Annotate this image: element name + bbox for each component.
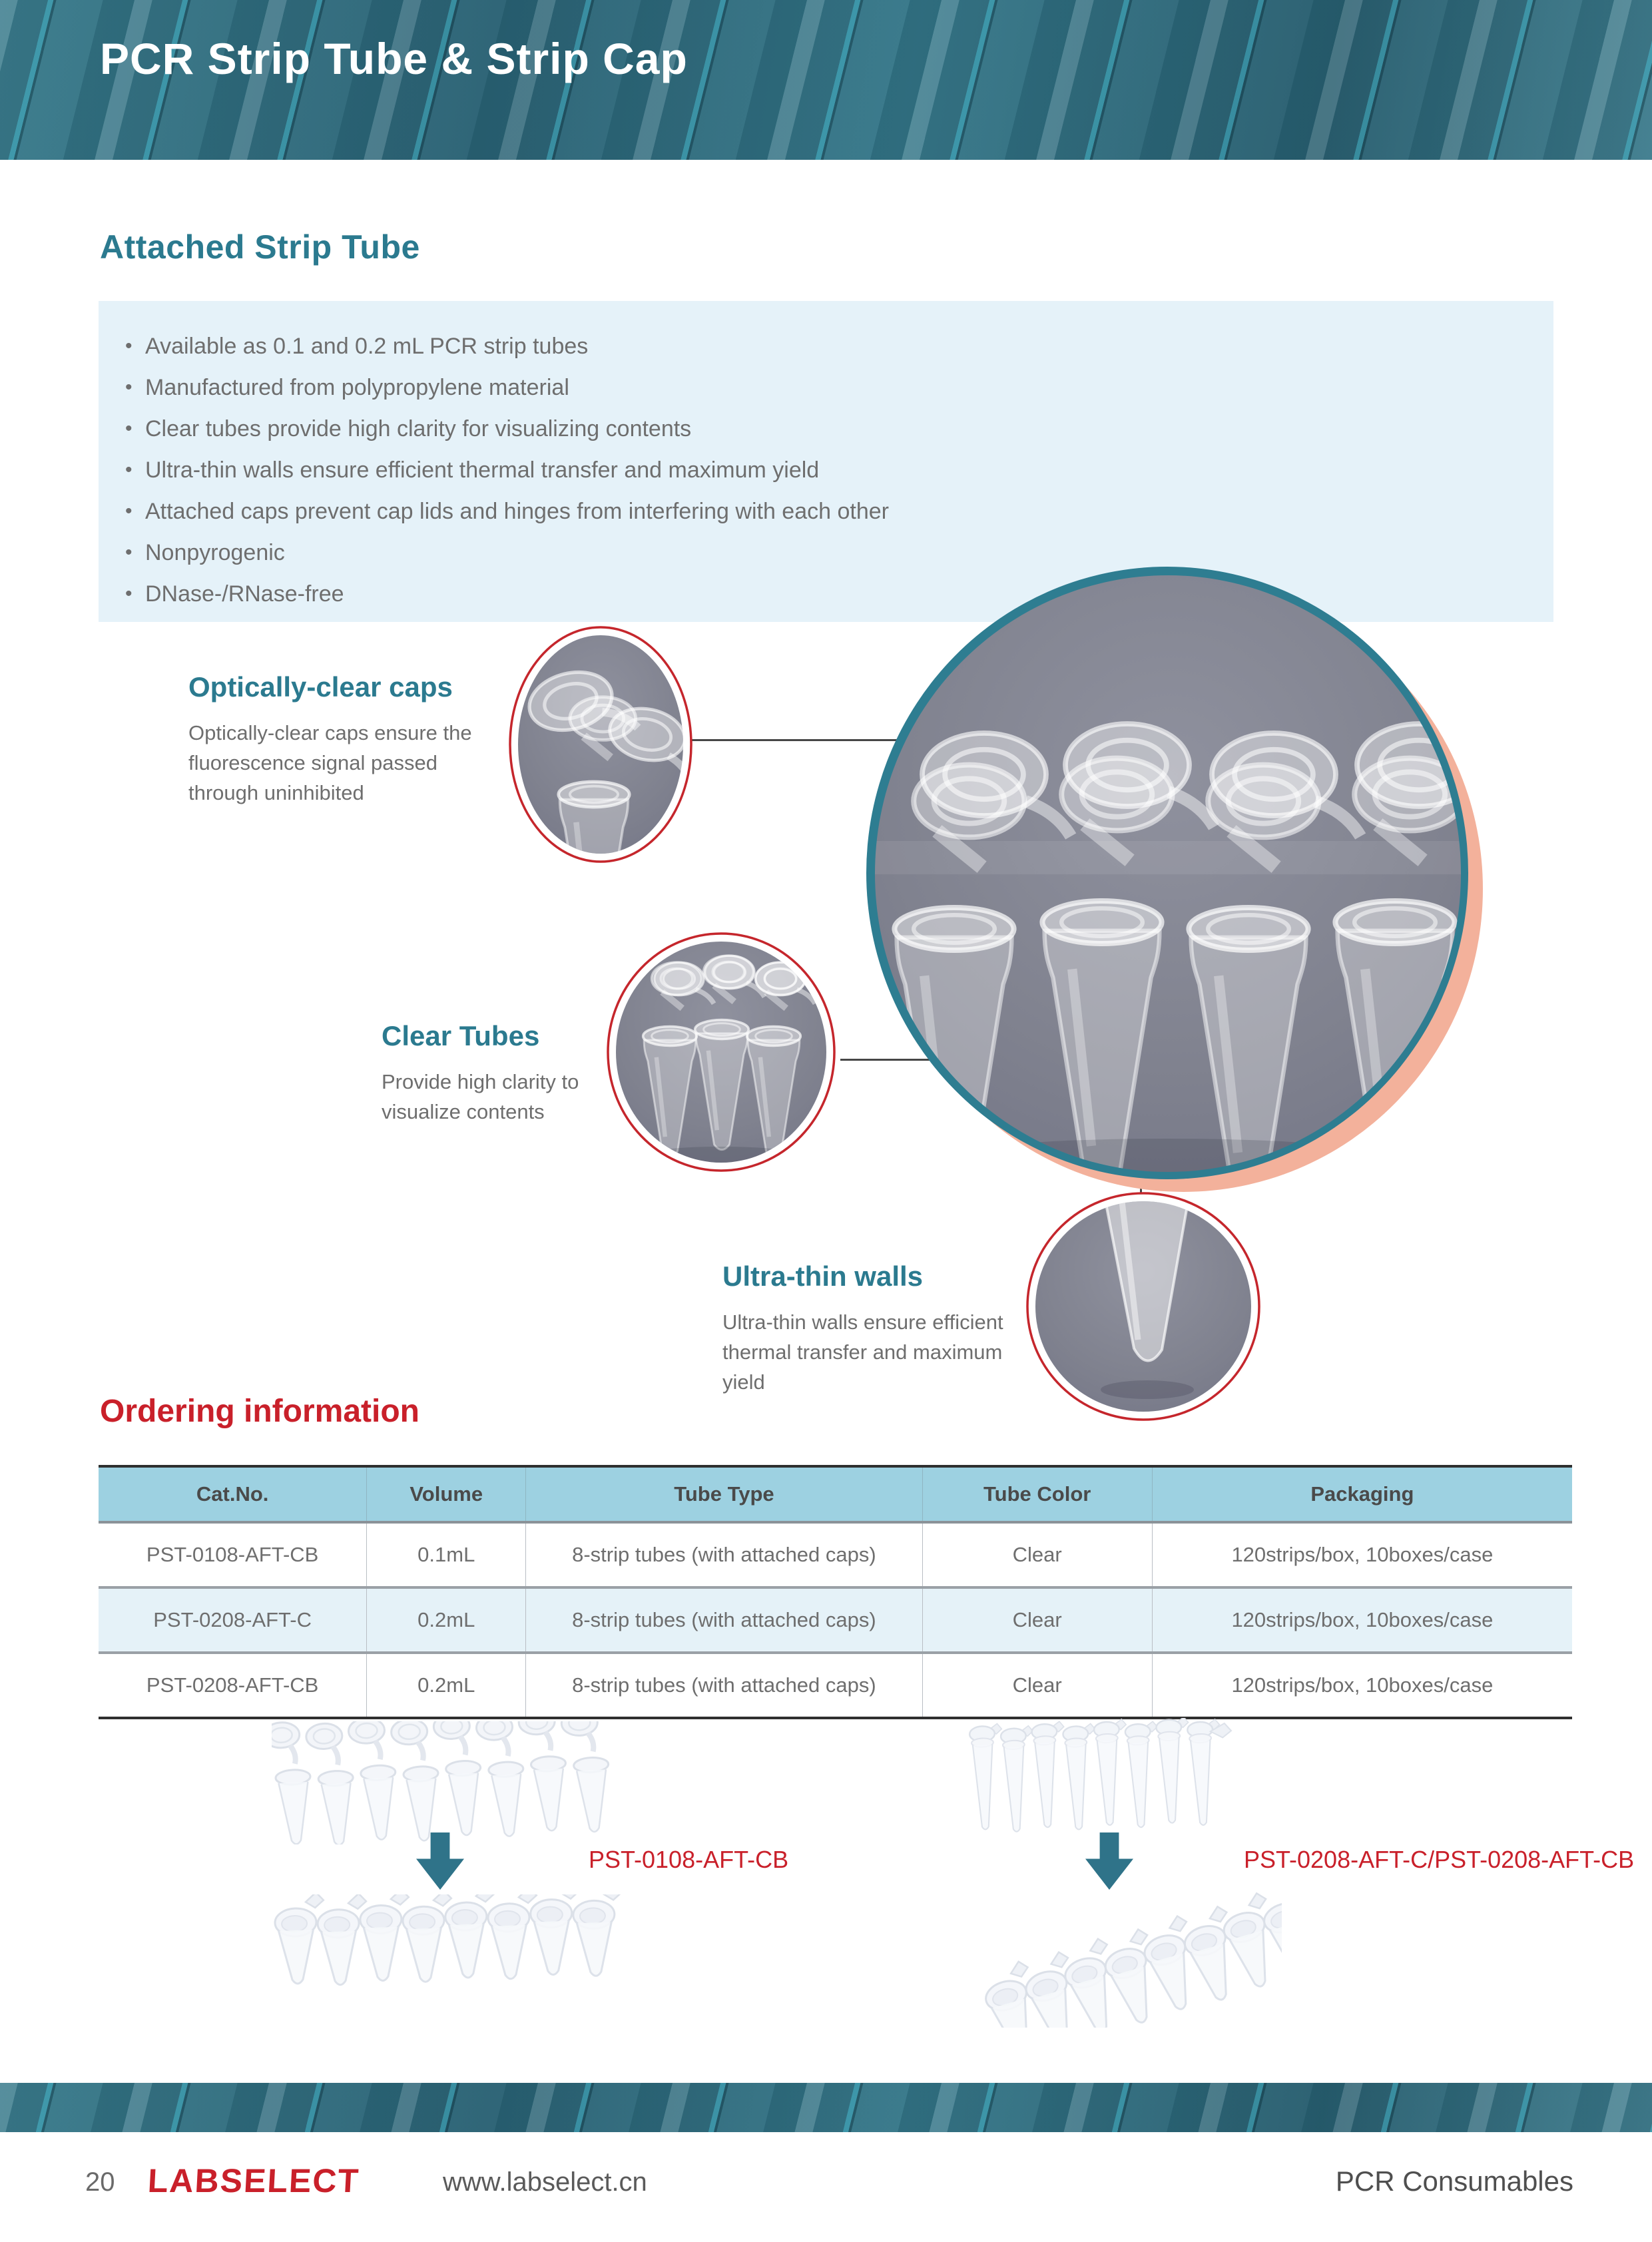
section-heading: Attached Strip Tube: [100, 228, 420, 266]
feature-item: Available as 0.1 and 0.2 mL PCR strip tu…: [125, 334, 1553, 358]
cell-packaging: 120strips/box, 10boxes/case: [1151, 1587, 1572, 1653]
col-header-catno: Cat.No.: [99, 1466, 368, 1522]
website-link[interactable]: www.labselect.cn: [443, 2167, 647, 2197]
feature-item: Attached caps prevent cap lids and hinge…: [125, 499, 1553, 523]
product-image-open-strip: [272, 1721, 625, 1844]
cell-tube-type: 8-strip tubes (with attached caps): [525, 1522, 923, 1587]
feature-item: DNase-/RNase-free: [125, 582, 1553, 606]
product-label-right: PST-0208-AFT-C/PST-0208-AFT-CB: [1244, 1846, 1635, 1873]
cell-tube-color: Clear: [922, 1522, 1153, 1587]
feature-item: Ultra-thin walls ensure efficient therma…: [125, 458, 1553, 482]
down-arrow-icon: [1085, 1832, 1133, 1890]
footer-category: PCR Consumables: [1335, 2165, 1573, 2197]
feature-item: Nonpyrogenic: [125, 541, 1553, 565]
product-image-upright-strip: [968, 1718, 1233, 1833]
col-header-packaging: Packaging: [1151, 1466, 1572, 1522]
callout-title-caps: Optically-clear caps: [188, 671, 453, 702]
feature-text: Ultra-thin walls ensure efficient therma…: [145, 457, 820, 483]
ordering-heading: Ordering information: [100, 1394, 419, 1429]
feature-text: Available as 0.1 and 0.2 mL PCR strip tu…: [145, 334, 589, 359]
detail-photo-clear-tubes: [607, 932, 836, 1172]
feature-item: Manufactured from polypropylene material: [125, 376, 1553, 400]
product-image-angled-strip: [977, 1888, 1282, 2028]
col-header-volume: Volume: [366, 1466, 527, 1522]
cell-tube-type: 8-strip tubes (with attached caps): [525, 1587, 923, 1653]
product-image-closed-strip: [272, 1894, 625, 1987]
hero-photo-strip-tubes: [866, 567, 1483, 1192]
feature-text: Nonpyrogenic: [145, 540, 285, 565]
col-header-tube-type: Tube Type: [525, 1466, 923, 1522]
page-footer-band: [0, 2083, 1652, 2132]
cell-catno: PST-0208-AFT-C: [99, 1587, 368, 1653]
page-number: 20: [85, 2167, 115, 2197]
feature-box: Available as 0.1 and 0.2 mL PCR strip tu…: [99, 301, 1553, 622]
feature-text: Clear tubes provide high clarity for vis…: [145, 416, 692, 441]
cell-catno: PST-0208-AFT-CB: [99, 1653, 368, 1718]
cell-volume: 0.1mL: [366, 1522, 527, 1587]
feature-text: Manufactured from polypropylene material: [145, 375, 569, 400]
feature-list: Available as 0.1 and 0.2 mL PCR strip tu…: [99, 301, 1553, 606]
callout-body-caps: Optically-clear caps ensure the fluoresc…: [188, 721, 472, 804]
cell-tube-color: Clear: [922, 1587, 1153, 1653]
cell-tube-color: Clear: [922, 1653, 1153, 1718]
brand-logo: LABSELECT: [146, 2162, 361, 2199]
feature-text: DNase-/RNase-free: [145, 581, 344, 607]
callout-title-walls: Ultra-thin walls: [722, 1261, 924, 1292]
callout-body-walls: Ultra-thin walls ensure efficient therma…: [722, 1310, 1003, 1394]
cell-tube-type: 8-strip tubes (with attached caps): [525, 1653, 923, 1718]
page-header-band: PCR Strip Tube & Strip Cap: [0, 0, 1652, 160]
feature-text: Attached caps prevent cap lids and hinge…: [145, 499, 889, 524]
col-header-tube-color: Tube Color: [922, 1466, 1153, 1522]
callout-title-tubes: Clear Tubes: [382, 1020, 540, 1051]
feature-item: Clear tubes provide high clarity for vis…: [125, 417, 1553, 441]
callout-body-tubes: Provide high clarity to visualize conten…: [382, 1070, 579, 1123]
cell-catno: PST-0108-AFT-CB: [99, 1522, 368, 1587]
table-row: PST-0208-AFT-CB 0.2mL 8-strip tubes (wit…: [99, 1653, 1572, 1718]
cell-packaging: 120strips/box, 10boxes/case: [1151, 1522, 1572, 1587]
page-title: PCR Strip Tube & Strip Cap: [100, 34, 688, 83]
table-row: PST-0108-AFT-CB 0.1mL 8-strip tubes (wit…: [99, 1522, 1572, 1587]
cell-packaging: 120strips/box, 10boxes/case: [1151, 1653, 1572, 1718]
detail-photo-optically-clear-caps: [509, 626, 692, 863]
table-row: PST-0208-AFT-C 0.2mL 8-strip tubes (with…: [99, 1587, 1572, 1653]
ordering-table: Cat.No. Volume Tube Type Tube Color Pack…: [99, 1465, 1572, 1719]
callout-line-caps: [691, 739, 1017, 741]
cell-volume: 0.2mL: [366, 1653, 527, 1718]
detail-photo-ultra-thin-walls: [1026, 1192, 1260, 1421]
cell-volume: 0.2mL: [366, 1587, 527, 1653]
product-label-left: PST-0108-AFT-CB: [589, 1846, 789, 1873]
table-header-row: Cat.No. Volume Tube Type Tube Color Pack…: [99, 1466, 1572, 1522]
